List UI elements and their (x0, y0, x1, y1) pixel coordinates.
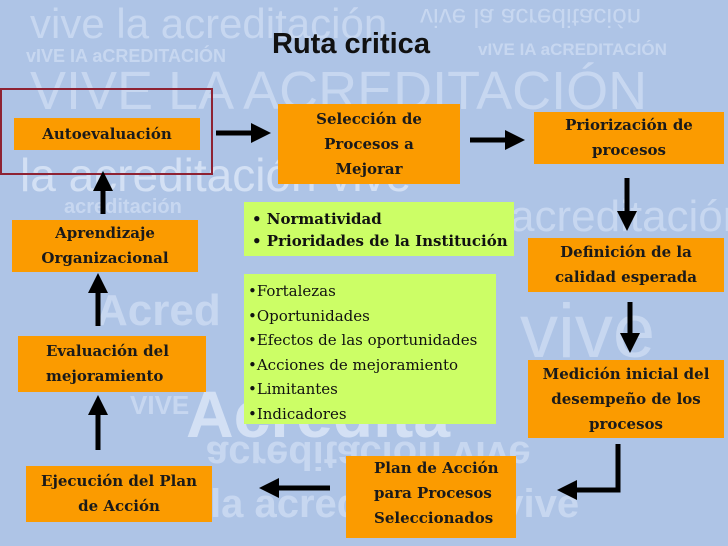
step-autoevaluacion: Autoevaluación (14, 118, 200, 150)
step-medicion-inicial: Medición inicial del desempeño de los pr… (528, 360, 724, 438)
criteria-item: • Prioridades de la Institución (252, 232, 508, 250)
step-priorizacion: Priorización de procesos (534, 112, 724, 164)
analysis-item: •Oportunidades (248, 306, 370, 325)
step-label-line: Ejecución del Plan (41, 472, 197, 490)
page-title: Ruta critica (272, 28, 430, 60)
analysis-item: •Limitantes (248, 380, 338, 398)
criteria-panel: • Normatividad • Prioridades de la Insti… (244, 202, 514, 256)
step-label-line: Aprendizaje (55, 224, 155, 242)
step-label-line: de Acción (78, 497, 160, 515)
arrow-elbow (557, 444, 621, 500)
step-label-line: Priorización de (565, 116, 693, 134)
step-label-line: procesos (592, 141, 666, 159)
step-label: Autoevaluación (42, 124, 172, 143)
step-seleccion-procesos: Selección de Procesos a Mejorar (278, 104, 460, 184)
step-definicion-calidad: Definición de la calidad esperada (528, 238, 724, 292)
analysis-item: •Efectos de las oportunidades (248, 331, 478, 349)
step-label-line: Evaluación del (46, 342, 169, 360)
step-evaluacion-mejoramiento: Evaluación del mejoramiento (18, 336, 206, 392)
step-label-line: mejoramiento (46, 367, 164, 385)
step-label-line: Seleccionados (374, 509, 494, 527)
step-plan-accion: Plan de Acción para Procesos Seleccionad… (346, 456, 516, 538)
analysis-item: •Acciones de mejoramiento (248, 355, 459, 374)
step-label-line: Plan de Acción (374, 459, 499, 477)
step-label-line: Selección de (316, 109, 422, 128)
step-label-line: Mejorar (335, 159, 403, 178)
step-label-line: desempeño de los (551, 389, 701, 408)
step-ejecucion-plan: Ejecución del Plan de Acción (26, 466, 212, 522)
step-label-line: para Procesos (374, 484, 492, 502)
analysis-panel: •Fortalezas •Oportunidades •Efectos de l… (244, 274, 496, 424)
step-label-line: procesos (589, 414, 663, 433)
step-label-line: Medición inicial del (542, 364, 710, 383)
step-label-line: Definición de la (560, 243, 692, 261)
step-aprendizaje-organizacional: Aprendizaje Organizacional (12, 220, 198, 272)
analysis-item: •Indicadores (248, 404, 347, 423)
step-label-line: Procesos a (324, 134, 414, 153)
analysis-item: •Fortalezas (248, 282, 336, 300)
criteria-item: • Normatividad (252, 210, 382, 228)
step-label-line: Organizacional (41, 249, 169, 267)
step-label-line: calidad esperada (554, 268, 698, 286)
